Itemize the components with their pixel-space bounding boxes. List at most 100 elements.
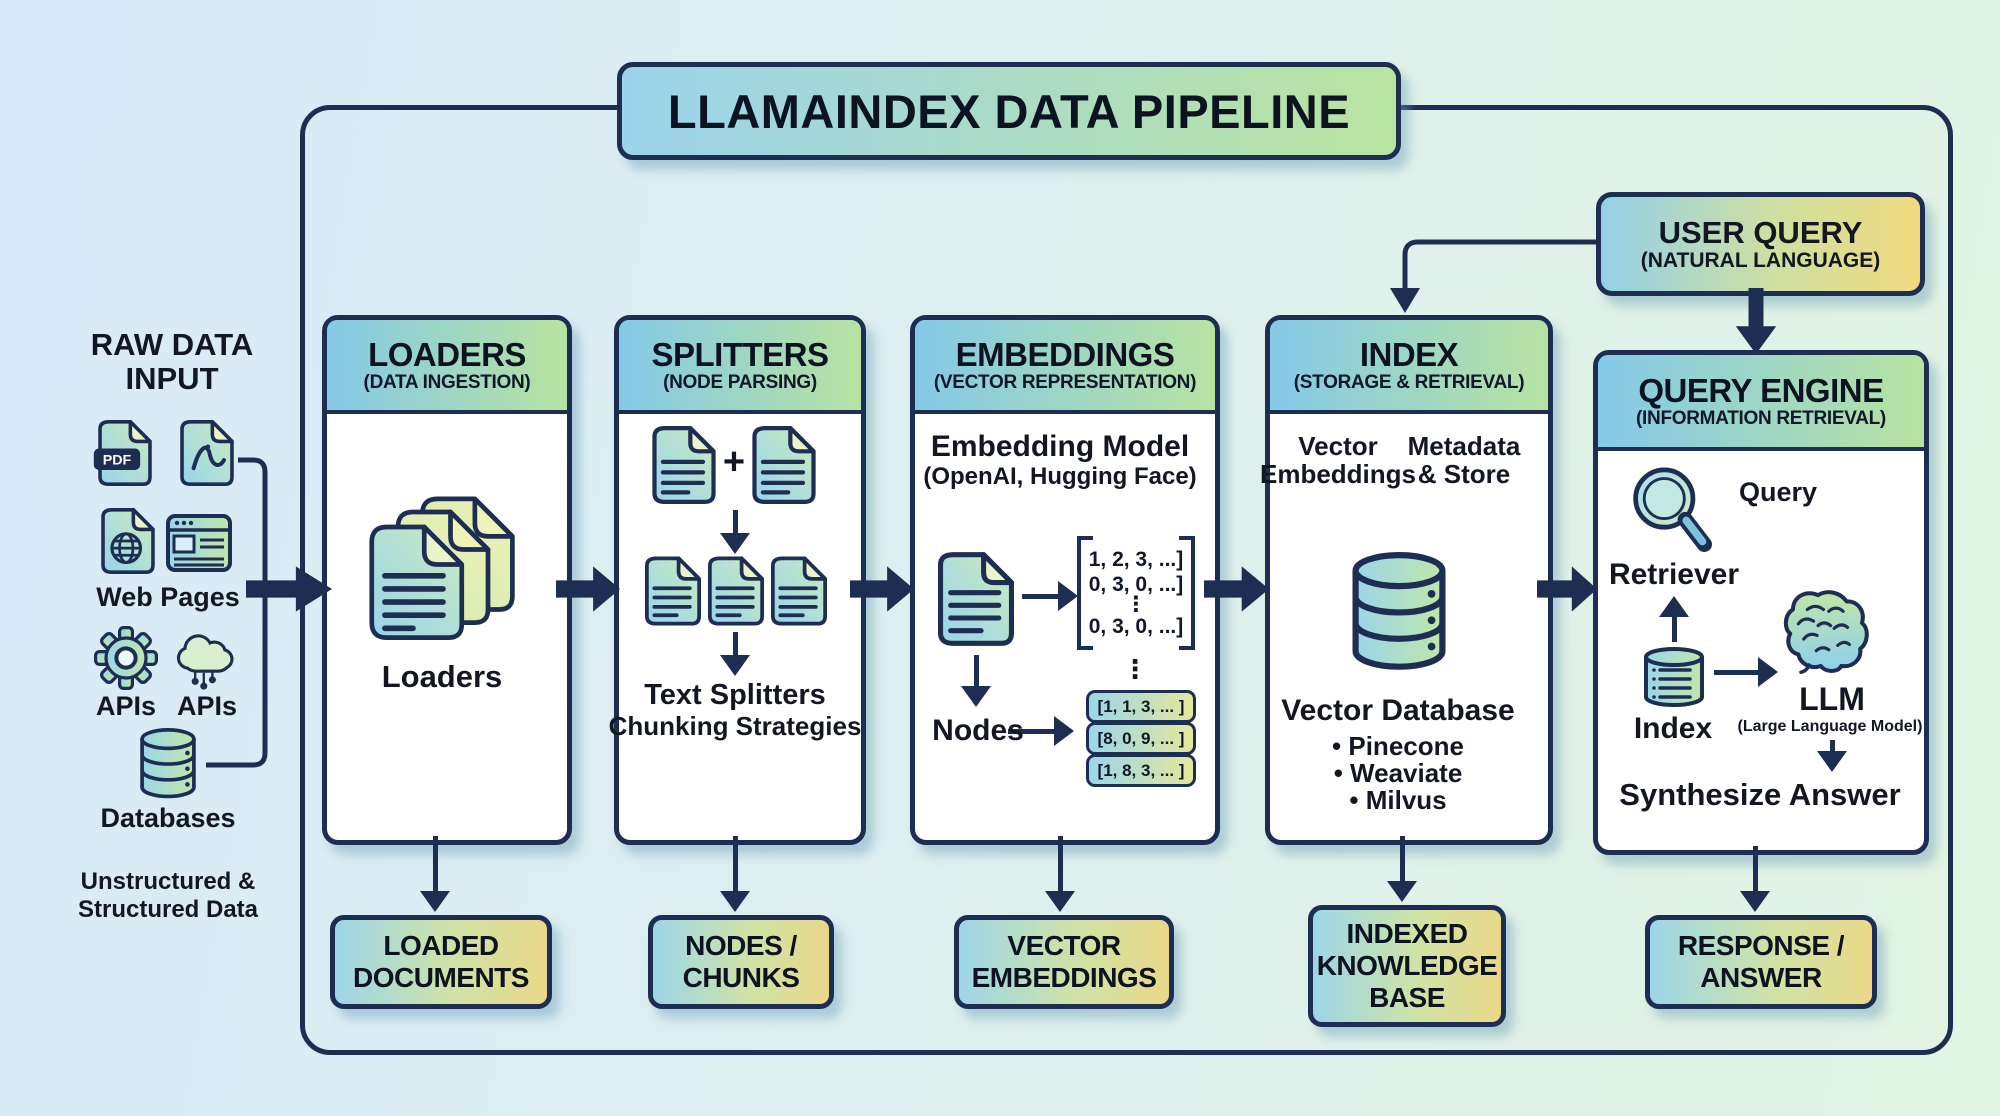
footer-line1: Unstructured & <box>80 868 256 895</box>
query-engine-header: QUERY ENGINE (INFORMATION RETRIEVAL) <box>1598 355 1924 451</box>
loaded-documents-line2: DOCUMENTS <box>353 962 529 993</box>
browser-window-icon <box>166 514 232 572</box>
databases-icon <box>140 728 196 799</box>
raw-input-heading-line2: INPUT <box>125 361 219 396</box>
pdf-badge-text: PDF <box>103 453 132 469</box>
llm-to-answer-arrow <box>1817 740 1847 772</box>
loaders-header: LOADERS (DATA INGESTION) <box>327 320 567 414</box>
index-cylinder-icon <box>1644 647 1704 707</box>
cloud-api-icon <box>176 634 234 690</box>
db-option-weaviate: • Weaviate <box>1333 758 1463 788</box>
loaders-output-arrow <box>420 836 450 912</box>
db-option-milvus: • Milvus <box>1349 785 1447 815</box>
splitters-subtitle: (NODE PARSING) <box>663 372 817 393</box>
user-query-subtitle: (NATURAL LANGUAGE) <box>1640 249 1881 272</box>
embedding-model-label: Embedding Model <box>930 430 1190 463</box>
user-query-box: USER QUERY (NATURAL LANGUAGE) <box>1596 192 1925 296</box>
metadata-store-line2: & Store <box>1417 459 1511 489</box>
nodes-label: Nodes <box>932 714 1024 747</box>
nodes-chunks-line1: NODES / <box>685 929 797 961</box>
query-engine-panel: QUERY ENGINE (INFORMATION RETRIEVAL) <box>1593 350 1929 855</box>
acrobat-file-icon <box>180 420 234 486</box>
index-title: INDEX <box>1359 336 1459 373</box>
vector-embeddings-in-line2: Embeddings <box>1259 459 1417 489</box>
gear-icon <box>94 626 158 690</box>
index-to-llm-arrow <box>1714 657 1778 687</box>
chunk-doc-icon <box>708 556 764 626</box>
pdf-document-icon: PDF <box>93 420 152 486</box>
index-to-retriever-arrow <box>1659 596 1689 642</box>
diagram-title: LLAMAINDEX DATA PIPELINE <box>617 62 1401 160</box>
vector-pill: [1, 1, 3, ... ] <box>1086 690 1196 723</box>
retriever-label: Retriever <box>1608 558 1740 591</box>
splitters-title: SPLITTERS <box>651 336 829 373</box>
vector-database-label: Vector Database <box>1281 694 1515 727</box>
response-line2: ANSWER <box>1700 962 1822 993</box>
loaders-panel: LOADERS (DATA INGESTION) <box>322 315 572 845</box>
doc-to-nodes-arrow <box>961 655 991 707</box>
nodes-chunks-line2: CHUNKS <box>682 962 800 993</box>
diagram-title-text: LLAMAINDEX DATA PIPELINE <box>667 84 1351 138</box>
doc-to-matrix-arrow <box>1022 581 1078 611</box>
splitters-header: SPLITTERS (NODE PARSING) <box>619 320 861 414</box>
embedding-model-providers: (OpenAI, Hugging Face) <box>923 463 1197 490</box>
vector-pill: [1, 8, 3, ... ] <box>1086 754 1196 787</box>
splitters-output-arrow <box>720 836 750 912</box>
db-option-pinecone: • Pinecone <box>1332 731 1464 761</box>
vector-embeddings-line1: VECTOR <box>1007 929 1121 961</box>
index-output-arrow <box>1387 836 1417 902</box>
loaders-title: LOADERS <box>368 336 526 373</box>
response-line1: RESPONSE / <box>1677 929 1845 961</box>
nodes-to-vectors-arrow <box>1008 716 1074 746</box>
footer-line2: Structured Data <box>77 896 259 923</box>
response-answer-box: RESPONSE / ANSWER <box>1645 915 1877 1009</box>
ikb-line3: BASE <box>1369 982 1445 1014</box>
qe-index-label: Index <box>1633 712 1713 745</box>
index-header: INDEX (STORAGE & RETRIEVAL) <box>1270 320 1548 414</box>
loaded-documents-line1: LOADED <box>383 929 499 961</box>
ikb-line1: INDEXED <box>1346 917 1468 949</box>
embedding-matrix: 1, 2, 3, ...] 0, 3, 0, ...] ⋮ 0, 3, 0, .… <box>1077 536 1195 650</box>
chunking-strategies-label: Chunking Strategies <box>608 711 862 741</box>
magnifier-icon <box>1633 467 1713 552</box>
loaders-subtitle: (DATA INGESTION) <box>363 372 531 393</box>
llm-label: LLM <box>1799 681 1865 717</box>
vector-embeddings-box: VECTOR EMBEDDINGS <box>954 915 1174 1009</box>
query-engine-output-arrow <box>1740 846 1770 912</box>
brain-icon <box>1783 590 1869 674</box>
plus-sign: + <box>722 441 746 483</box>
matrix-row: 1, 2, 3, ...] <box>1088 547 1184 571</box>
vectors-ellipsis: ⋮ <box>1122 654 1148 684</box>
llm-subtitle: (Large Language Model) <box>1737 718 1923 735</box>
nodes-chunks-box: NODES / CHUNKS <box>648 915 834 1009</box>
matrix-row: ⋮ <box>1125 593 1147 617</box>
ikb-line2: KNOWLEDGE <box>1316 949 1498 981</box>
split-arrow-2 <box>720 632 750 676</box>
index-subtitle: (STORAGE & RETRIEVAL) <box>1293 372 1525 393</box>
apis-label-left: APIs <box>95 691 157 721</box>
databases-label: Databases <box>100 803 236 833</box>
web-pages-label: Web Pages <box>96 582 240 612</box>
vector-pill: [8, 0, 9, ... ] <box>1086 722 1196 755</box>
user-query-title: USER QUERY <box>1658 215 1863 250</box>
synthesize-answer-label: Synthesize Answer <box>1619 777 1901 812</box>
split-arrow-1 <box>720 510 750 554</box>
vector-embeddings-in-line1: Vector <box>1298 431 1378 461</box>
metadata-store-line1: Metadata <box>1407 431 1521 461</box>
embeddings-subtitle: (VECTOR REPRESENTATION) <box>933 372 1197 393</box>
embeddings-output-arrow <box>1045 836 1075 912</box>
web-document-icon <box>101 508 155 574</box>
vector-embeddings-line2: EMBEDDINGS <box>971 962 1157 993</box>
query-engine-subtitle: (INFORMATION RETRIEVAL) <box>1636 408 1886 429</box>
chunk-doc-icon <box>771 556 827 626</box>
splitter-doc-icon <box>652 426 716 504</box>
matrix-row: 0, 3, 0, ...] <box>1088 573 1184 596</box>
query-label: Query <box>1738 477 1818 507</box>
document-stack-icon <box>369 496 515 640</box>
embeddings-doc-icon <box>938 552 1014 646</box>
loaded-documents-box: LOADED DOCUMENTS <box>330 915 552 1009</box>
apis-label-right: APIs <box>176 691 238 721</box>
indexed-knowledge-base-box: INDEXED KNOWLEDGE BASE <box>1308 905 1506 1027</box>
embeddings-header: EMBEDDINGS (VECTOR REPRESENTATION) <box>915 320 1215 414</box>
